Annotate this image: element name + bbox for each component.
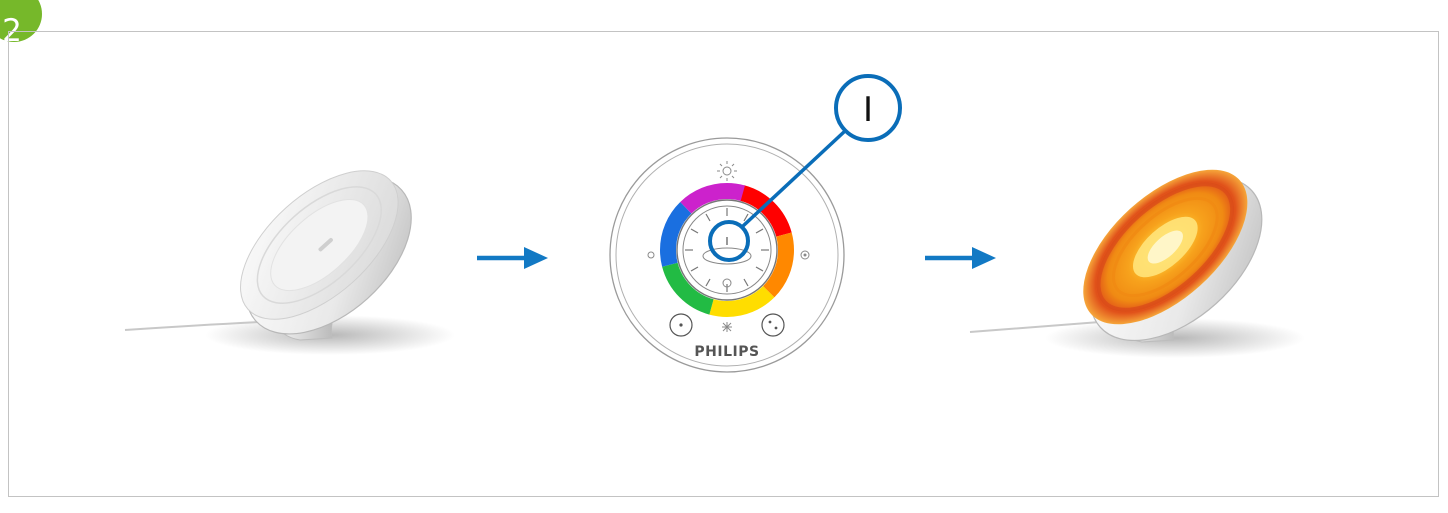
arrow-right-icon (925, 247, 996, 269)
arrow-right-icon (477, 247, 548, 269)
callout-label: I (863, 90, 873, 130)
left-side-button (647, 251, 655, 259)
power-label: I (725, 235, 728, 248)
remote-control-icon: I (609, 137, 845, 373)
callout: I (708, 74, 902, 262)
brand-logo: PHILIPS (694, 344, 759, 360)
lamp-off-icon (124, 170, 455, 355)
color-wheel-icon (660, 183, 794, 317)
brightness-up-icon (717, 161, 737, 181)
lamp-on-icon (969, 169, 1305, 358)
right-side-button (800, 250, 810, 260)
scene-left-icon (669, 313, 693, 337)
illustration-frame (8, 31, 1439, 497)
scene-right-icon (761, 313, 785, 337)
brightness-down-icon (722, 322, 732, 332)
